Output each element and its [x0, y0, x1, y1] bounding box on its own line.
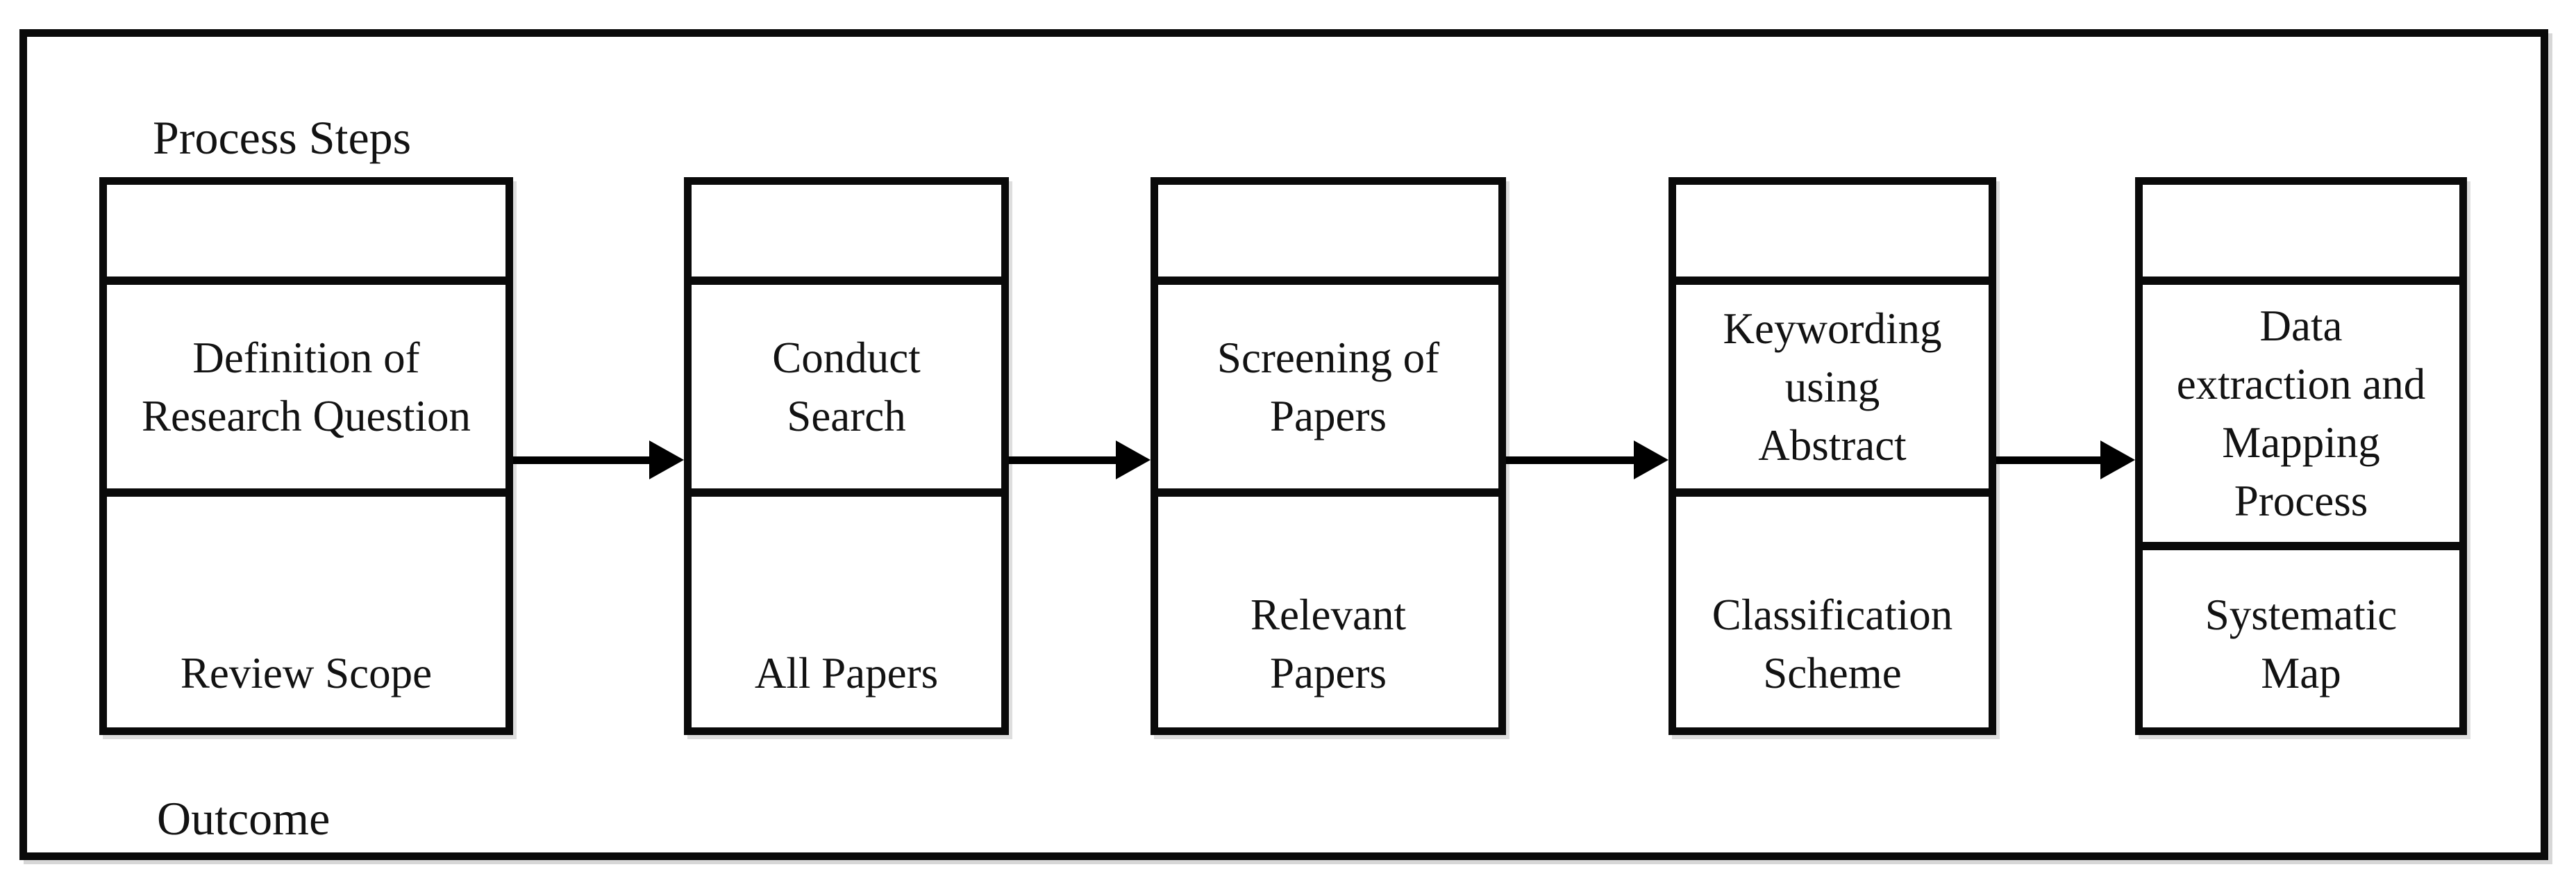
process-column-data-extraction: Data extraction and Mapping Process Syst…: [2135, 177, 2467, 735]
process-step-box: Data extraction and Mapping Process: [2143, 277, 2459, 550]
process-step-box: Screening of Papers: [1158, 277, 1498, 497]
arrow-head-icon: [1634, 440, 1668, 479]
outcome-text: Systematic Map: [2205, 591, 2398, 698]
process-step-text: Screening of Papers: [1216, 333, 1440, 440]
arrow-line: [1996, 456, 2102, 464]
arrow-head-icon: [649, 440, 684, 479]
outcome-text: Review Scope: [180, 649, 433, 698]
outcome-box: Relevant Papers: [1158, 497, 1498, 727]
step-header-box: [2143, 185, 2459, 277]
process-column-search: Conduct Search All Papers: [684, 177, 1009, 735]
arrow-line: [513, 456, 651, 464]
process-step-text: Conduct Search: [772, 333, 921, 440]
step-header-box: [692, 185, 1001, 277]
step-header-box: [1676, 185, 1989, 277]
arrow-line: [1009, 456, 1117, 464]
outcome-box: Review Scope: [107, 497, 505, 727]
process-step-box: Keywording using Abstract: [1676, 277, 1989, 497]
arrow-head-icon: [1116, 440, 1151, 479]
process-step-box: Definition of Research Question: [107, 277, 505, 497]
outcome-text: All Papers: [754, 649, 939, 698]
outcome-text: Classification Scheme: [1712, 591, 1953, 698]
step-header-box: [107, 185, 505, 277]
process-step-text: Keywording using Abstract: [1723, 304, 1942, 470]
arrow-head-icon: [2100, 440, 2135, 479]
outcome-box: All Papers: [692, 497, 1001, 727]
process-column-keywording: Keywording using Abstract Classification…: [1668, 177, 1996, 735]
step-header-box: [1158, 185, 1498, 277]
process-column-screening: Screening of Papers Relevant Papers: [1151, 177, 1506, 735]
outcome-box: Systematic Map: [2143, 550, 2459, 727]
process-step-text: Data extraction and Mapping Process: [2176, 302, 2426, 525]
outcome-text: Relevant Papers: [1251, 591, 1406, 698]
process-steps-label: Process Steps: [153, 111, 412, 164]
process-step-box: Conduct Search: [692, 277, 1001, 497]
process-column-definition: Definition of Research Question Review S…: [99, 177, 513, 735]
outcome-label: Outcome: [157, 792, 331, 845]
arrow-line: [1506, 456, 1636, 464]
outcome-box: Classification Scheme: [1676, 497, 1989, 727]
process-step-text: Definition of Research Question: [141, 333, 471, 440]
